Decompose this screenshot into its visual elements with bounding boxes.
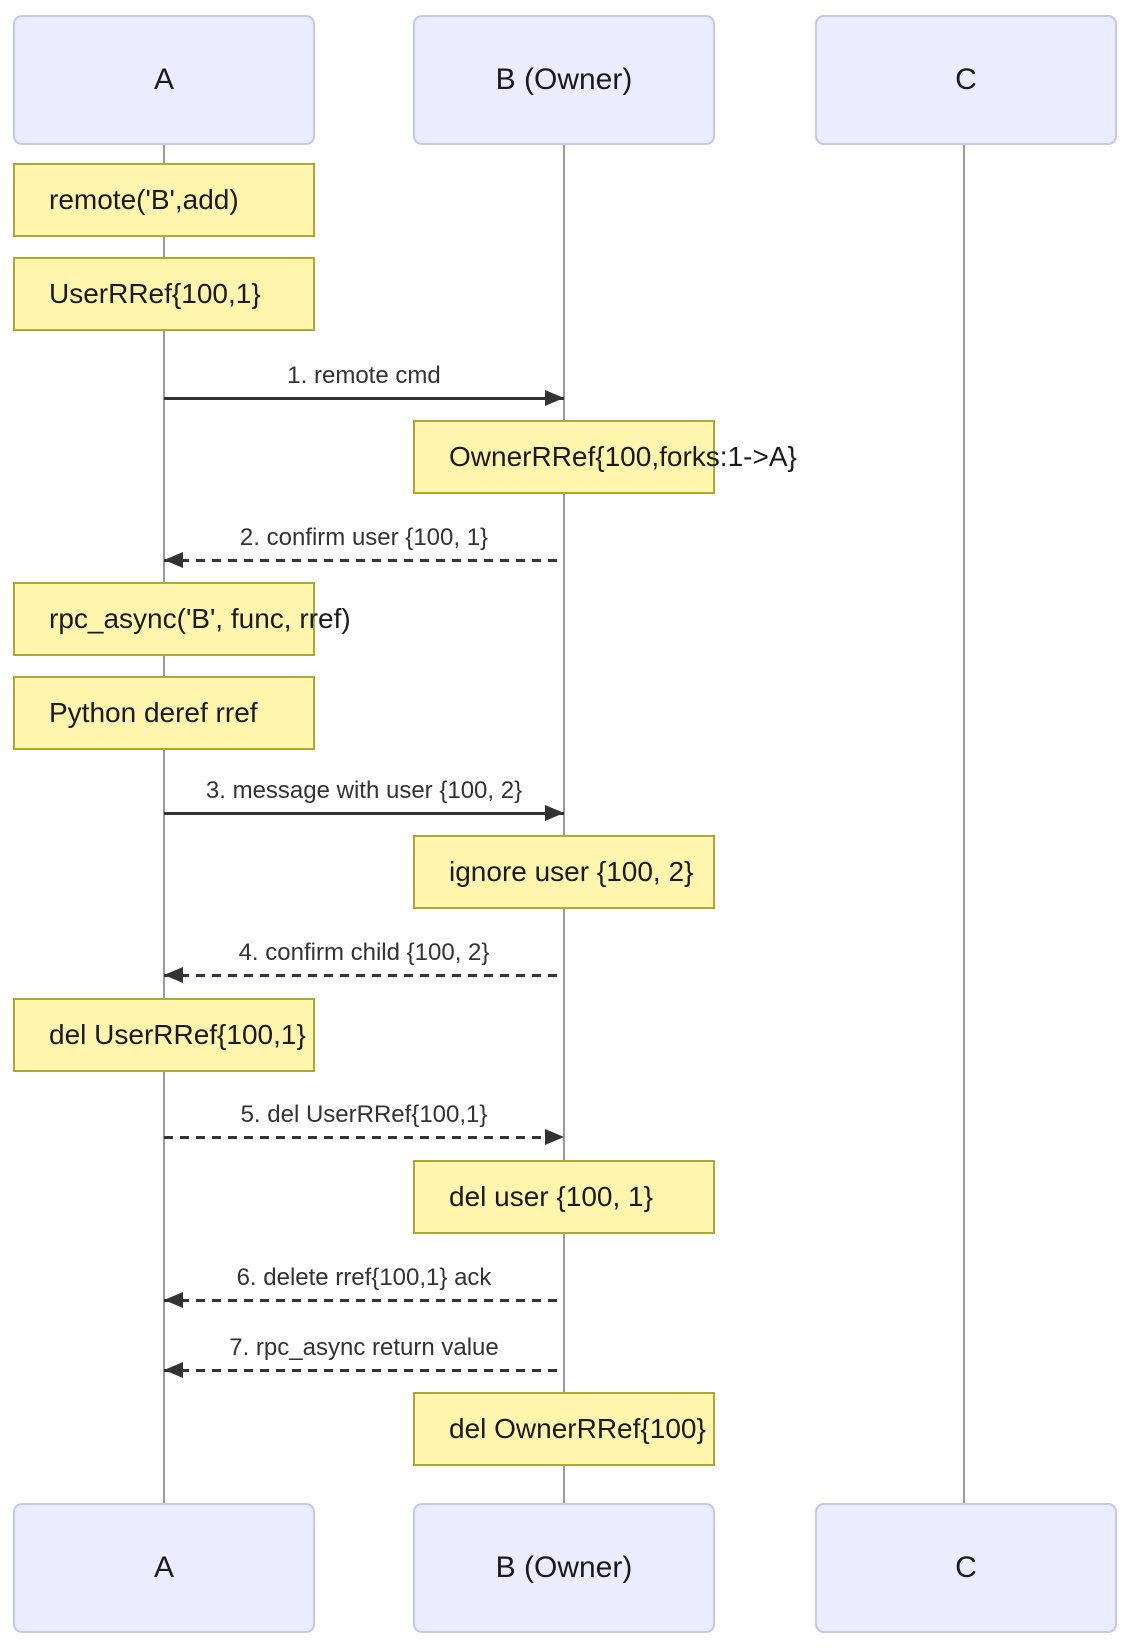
message-line [164,1136,564,1139]
actor-box-a-top: A [13,15,315,145]
arrowhead-icon [545,390,564,406]
arrowhead-icon [164,552,183,568]
lifeline-c [963,145,965,1503]
actor-box-c-top: C [815,15,1117,145]
note-text: del user {100, 1} [449,1181,653,1212]
note: del OwnerRRef{100} [413,1392,715,1466]
message-line [164,974,564,977]
actor-label: A [153,1551,174,1584]
note-text: del OwnerRRef{100} [449,1413,706,1444]
note-text: OwnerRRef{100,forks:1->A} [449,441,797,472]
actor-box-b-bottom: B (Owner) [413,1503,715,1633]
message: 4. confirm child {100, 2} [164,939,564,983]
note: OwnerRRef{100,forks:1->A} [413,420,797,494]
message: 5. del UserRRef{100,1} [164,1101,564,1145]
arrowhead-icon [164,1292,183,1308]
message-label: 3. message with user {100, 2} [205,777,523,804]
message: 3. message with user {100, 2} [164,777,564,821]
lifeline-a [163,145,165,1503]
note: del UserRRef{100,1} [13,998,315,1072]
arrowhead-icon [545,805,564,821]
message-label: 7. rpc_async return value [229,1334,499,1361]
arrowhead-icon [545,1129,564,1145]
message-line [164,559,564,562]
message-line [164,812,564,815]
note: remote('B',add) [13,163,315,237]
actor-box-c-bottom: C [815,1503,1117,1633]
note-text: ignore user {100, 2} [449,856,694,887]
note: Python deref rref [13,676,315,750]
actor-label: B (Owner) [495,1551,633,1584]
actor-label: A [153,63,174,96]
message-label: 1. remote cmd [287,362,441,389]
note-text: del UserRRef{100,1} [49,1019,306,1050]
note-text: remote('B',add) [49,184,239,215]
message-line [164,1299,564,1302]
note-text: Python deref rref [49,697,258,728]
actor-label: B (Owner) [495,63,633,96]
lifeline-b [563,145,565,1503]
arrowhead-icon [164,1362,183,1378]
actor-label: C [955,63,977,96]
note: UserRRef{100,1} [13,257,315,331]
message-label: 2. confirm user {100, 1} [239,524,489,551]
actor-box-a-bottom: A [13,1503,315,1633]
note: del user {100, 1} [413,1160,715,1234]
message: 6. delete rref{100,1} ack [164,1264,564,1308]
actor-box-b-top: B (Owner) [413,15,715,145]
message-line [164,397,564,400]
message-line [164,1369,564,1372]
message: 2. confirm user {100, 1} [164,524,564,568]
message-label: 4. confirm child {100, 2} [238,939,490,966]
actor-label: C [955,1551,977,1584]
note-text: UserRRef{100,1} [49,278,261,309]
message: 1. remote cmd [164,362,564,406]
note-text: rpc_async('B', func, rref) [49,603,351,634]
note: rpc_async('B', func, rref) [13,582,351,656]
note: ignore user {100, 2} [413,835,715,909]
message-label: 6. delete rref{100,1} ack [236,1264,492,1291]
message-label: 5. del UserRRef{100,1} [240,1101,488,1128]
arrowhead-icon [164,967,183,983]
message: 7. rpc_async return value [164,1334,564,1378]
